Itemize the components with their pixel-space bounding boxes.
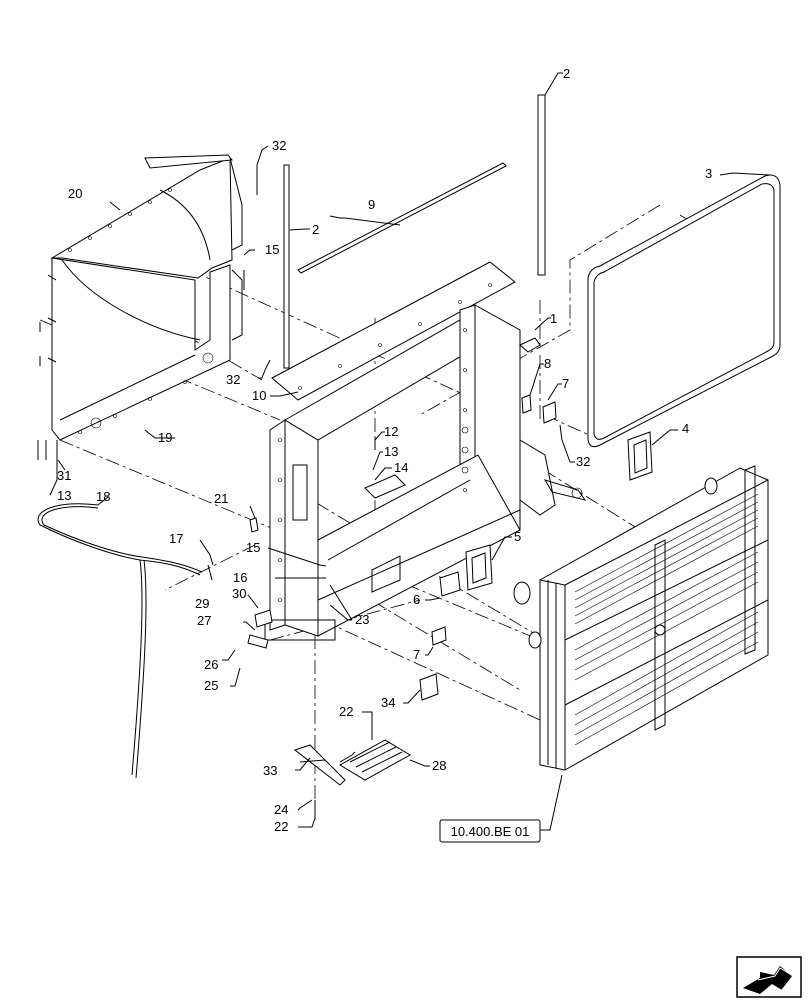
callout-31: 31 (57, 468, 71, 483)
callout-24: 24 (274, 802, 288, 817)
hose (37, 503, 203, 779)
callout-5: 5 (514, 529, 521, 544)
callout-32-mid: 32 (226, 372, 240, 387)
seal-strips (283, 94, 546, 369)
window-seal (587, 174, 781, 448)
radiator-core (513, 465, 769, 771)
callout-29: 29 (195, 596, 209, 611)
callout-13-left: 13 (57, 488, 71, 503)
access-plate (364, 474, 406, 499)
callout-labels: 1 2 2 3 4 5 6 7 7 8 9 10 12 13 13 14 15 … (57, 66, 712, 834)
callout-2-right: 2 (563, 66, 570, 81)
callout-22-lower: 22 (274, 819, 288, 834)
callout-1: 1 (550, 311, 557, 326)
reference-label[interactable]: 10.400.BE 01 (439, 819, 541, 843)
small-parts (419, 394, 653, 701)
callout-23: 23 (355, 612, 369, 627)
callout-8: 8 (544, 356, 551, 371)
callout-22-upper: 22 (339, 704, 353, 719)
radiator-frame (264, 304, 587, 641)
reference-label-text: 10.400.BE 01 (451, 824, 530, 839)
callout-32-top: 32 (272, 138, 286, 153)
callout-4: 4 (682, 421, 689, 436)
callout-6: 6 (413, 592, 420, 607)
fan-shroud (47, 154, 243, 441)
callout-26: 26 (204, 657, 218, 672)
callout-27: 27 (197, 613, 211, 628)
callout-7-lower: 7 (413, 647, 420, 662)
top-cover-plate (271, 261, 516, 401)
callout-28: 28 (432, 758, 446, 773)
callout-10: 10 (252, 388, 266, 403)
callout-15-lower: 15 (246, 540, 260, 555)
callout-18: 18 (96, 489, 110, 504)
callout-32-right: 32 (576, 454, 590, 469)
callout-14: 14 (394, 460, 408, 475)
callout-12: 12 (384, 424, 398, 439)
callout-25: 25 (204, 678, 218, 693)
callout-3: 3 (705, 166, 712, 181)
callout-19: 19 (158, 430, 172, 445)
leader-lines (49, 72, 771, 831)
callout-13-center: 13 (384, 444, 398, 459)
callout-34: 34 (381, 695, 395, 710)
callout-20: 20 (68, 186, 82, 201)
callout-7-upper: 7 (562, 376, 569, 391)
callout-2-left: 2 (312, 222, 319, 237)
step-assembly (293, 739, 411, 786)
callout-21: 21 (214, 491, 228, 506)
callout-15-upper: 15 (265, 242, 279, 257)
callout-9: 9 (368, 197, 375, 212)
next-page-arrow-icon[interactable] (736, 956, 802, 998)
callout-33: 33 (263, 763, 277, 778)
fasteners (37, 165, 563, 818)
callout-17: 17 (169, 531, 183, 546)
callout-16: 16 (233, 570, 247, 585)
callout-30: 30 (232, 586, 246, 601)
